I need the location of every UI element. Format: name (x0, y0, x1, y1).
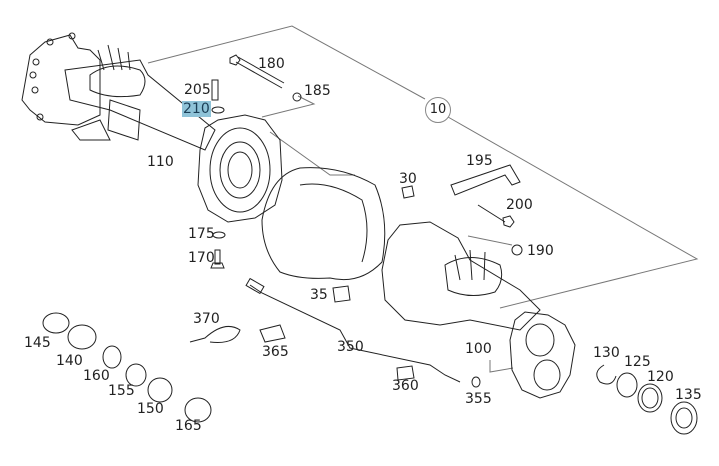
part-label-175[interactable]: 175 (188, 226, 215, 242)
part-label-350[interactable]: 350 (337, 339, 364, 355)
part-label-210[interactable]: 210 (182, 101, 211, 117)
part-label-110[interactable]: 110 (147, 154, 174, 170)
part-label-130[interactable]: 130 (593, 345, 620, 361)
part-label-205[interactable]: 205 (184, 82, 211, 98)
assembly-callout-10[interactable]: 10 (425, 97, 451, 123)
small-parts-drawing (42, 54, 698, 435)
part-label-125[interactable]: 125 (624, 354, 651, 370)
part-label-145[interactable]: 145 (24, 335, 51, 351)
part-label-200[interactable]: 200 (506, 197, 533, 213)
part-label-155[interactable]: 155 (108, 383, 135, 399)
part-label-355[interactable]: 355 (465, 391, 492, 407)
assembly-leader-lines (147, 25, 699, 373)
axle-housing-left-drawing (21, 32, 216, 151)
part-label-180[interactable]: 180 (258, 56, 285, 72)
axle-housing-right-drawing (381, 221, 576, 399)
part-label-360[interactable]: 360 (392, 378, 419, 394)
part-label-140[interactable]: 140 (56, 353, 83, 369)
part-label-185[interactable]: 185 (304, 83, 331, 99)
differential-carrier-drawing (261, 167, 386, 281)
part-label-30[interactable]: 30 (399, 171, 417, 187)
part-label-190[interactable]: 190 (527, 243, 554, 259)
part-label-160[interactable]: 160 (83, 368, 110, 384)
part-label-165[interactable]: 165 (175, 418, 202, 434)
part-label-35[interactable]: 35 (310, 287, 328, 303)
part-label-365[interactable]: 365 (262, 344, 289, 360)
part-label-135[interactable]: 135 (675, 387, 702, 403)
housing-flange-drawing (197, 114, 283, 223)
part-label-100[interactable]: 100 (465, 341, 492, 357)
part-label-150[interactable]: 150 (137, 401, 164, 417)
part-label-120[interactable]: 120 (647, 369, 674, 385)
part-label-195[interactable]: 195 (466, 153, 493, 169)
part-label-370[interactable]: 370 (193, 311, 220, 327)
part-label-170[interactable]: 170 (188, 250, 215, 266)
